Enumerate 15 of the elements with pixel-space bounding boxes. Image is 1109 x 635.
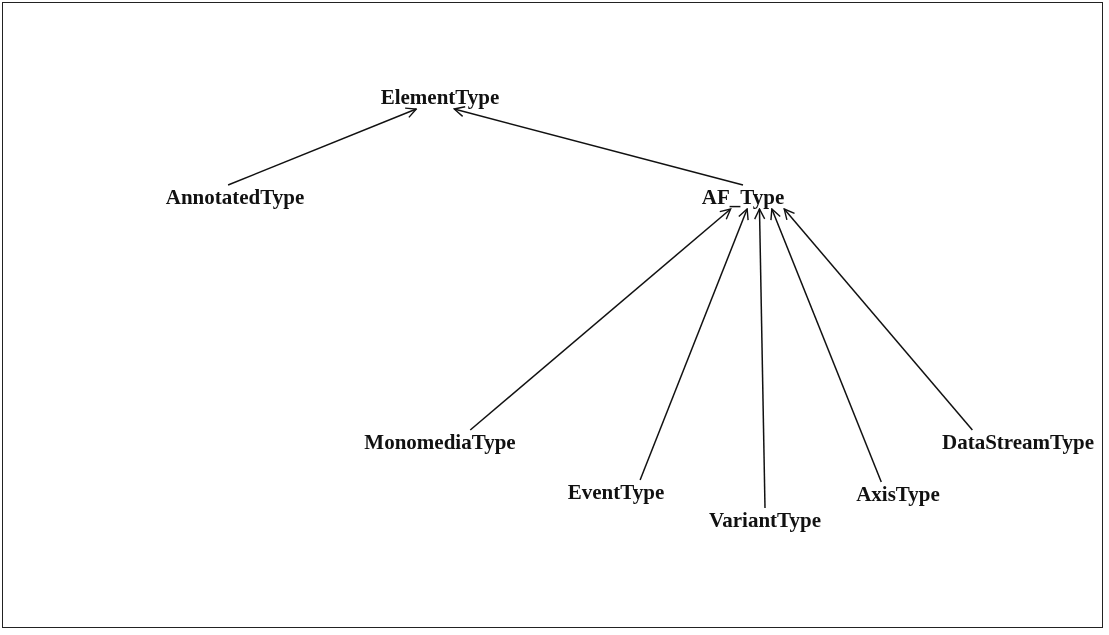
arrow xyxy=(639,208,749,481)
type-label: AF_Type xyxy=(701,185,785,209)
type-label: AnnotatedType xyxy=(165,185,305,209)
arrow xyxy=(227,107,418,186)
arrow xyxy=(453,106,744,186)
type-label: EventType xyxy=(567,480,665,504)
arrow xyxy=(783,208,974,431)
type-label: DataStreamType xyxy=(942,430,1094,454)
type-label: ElementType xyxy=(380,85,500,109)
arrow xyxy=(770,208,883,483)
arrow xyxy=(469,208,732,431)
type-label: MonomediaType xyxy=(364,430,516,454)
type-label: VariantType xyxy=(709,508,821,532)
type-label: AxisType xyxy=(856,482,940,506)
arrow xyxy=(754,208,766,509)
